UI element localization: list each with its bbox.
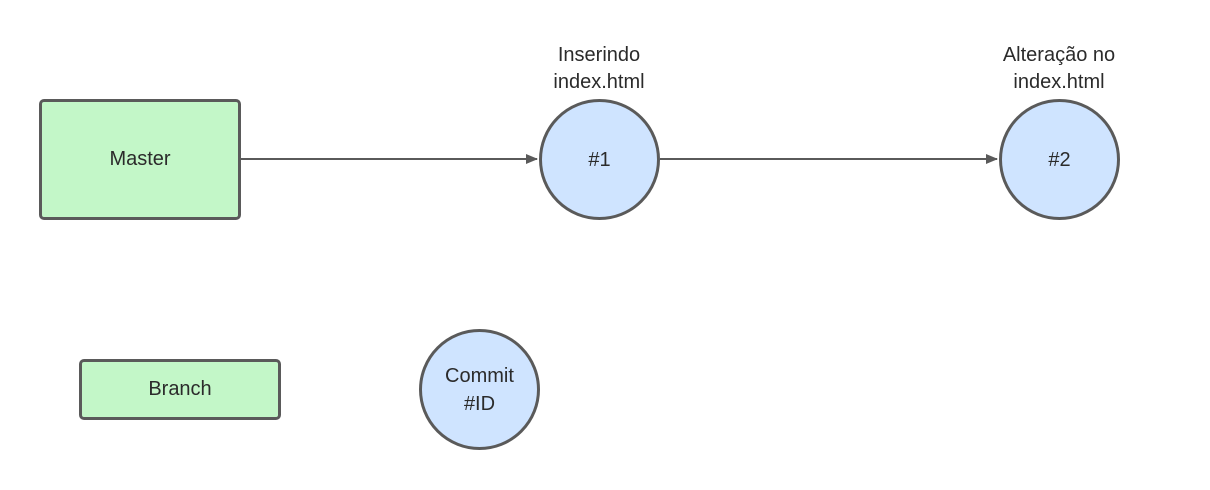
commit-2-caption-line-1: Alteração no bbox=[1002, 44, 1116, 66]
legend-commit-line-2: #ID bbox=[463, 392, 496, 415]
legend-branch-label: Branch bbox=[148, 378, 212, 400]
commit-2-caption: Alteração no index.html bbox=[949, 42, 1169, 96]
master-branch-label: Master bbox=[109, 148, 171, 170]
commit-1-caption-line-2: index.html bbox=[553, 71, 645, 93]
commit-node-2: #2 bbox=[999, 99, 1120, 220]
commit-1-caption-line-1: Inserindo bbox=[557, 44, 641, 66]
legend-commit-node: Commit #ID bbox=[419, 329, 540, 450]
commit-node-2-id: #2 bbox=[1048, 148, 1071, 171]
commit-node-1-id: #1 bbox=[588, 148, 611, 171]
commit-1-caption: Inserindo index.html bbox=[489, 42, 709, 96]
commit-2-caption-line-2: index.html bbox=[1013, 71, 1105, 93]
commit-node-1: #1 bbox=[539, 99, 660, 220]
legend-branch-box: Branch bbox=[79, 359, 281, 420]
legend-commit-line-1: Commit bbox=[445, 364, 514, 387]
master-branch-box: Master bbox=[39, 99, 241, 220]
